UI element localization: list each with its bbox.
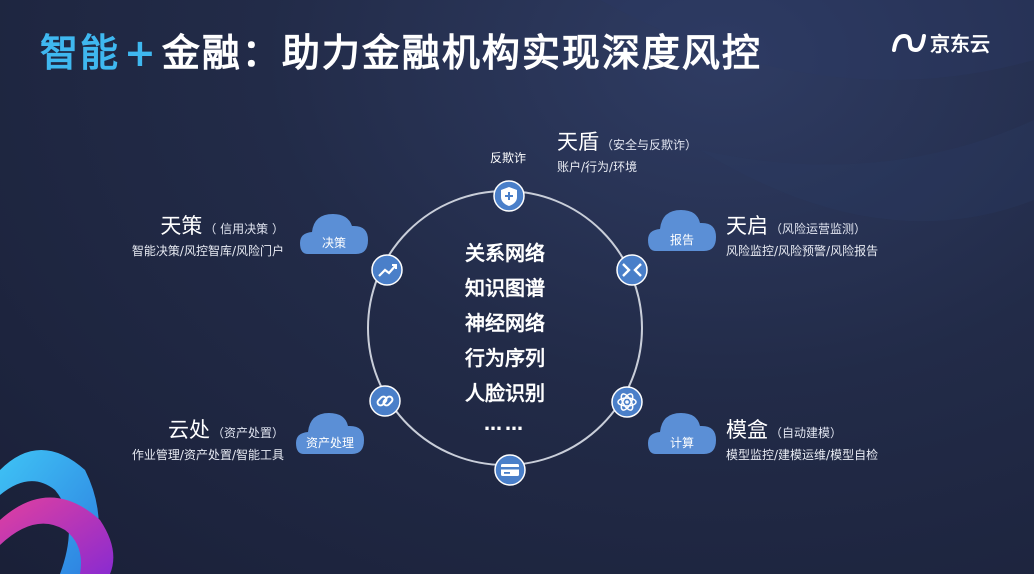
page-title: 智能+金融：助力金融机构实现深度风控 bbox=[40, 22, 762, 77]
logo-text: 京东云 bbox=[930, 32, 990, 56]
cloud-label-jisuan: 计算 bbox=[669, 436, 694, 450]
module-sub: （风险运营监测） bbox=[770, 222, 867, 236]
module-desc: 作业管理/资产处置/智能工具 bbox=[131, 448, 284, 462]
center-tech-list: 关系网络 知识图谱 神经网络 行为序列 人脸识别 bbox=[430, 236, 580, 411]
card-icon bbox=[494, 454, 526, 486]
cloud-jisuan bbox=[648, 413, 716, 454]
cloud-label-juece: 决策 bbox=[321, 236, 346, 250]
cloud-label-zichan: 资产处理 bbox=[305, 436, 354, 450]
center-item: 知识图谱 bbox=[465, 276, 545, 300]
module-tiance: 天策（ 信用决策 ） 智能决策/风控智库/风险门户 bbox=[132, 210, 284, 259]
module-tianqi: 天启（风险运营监测） 风险监控/风险预警/风险报告 bbox=[726, 210, 878, 259]
module-name: 天盾 bbox=[557, 130, 599, 154]
link-icon bbox=[369, 385, 401, 417]
title-part1: 智能 bbox=[40, 31, 121, 75]
module-sub: （ 信用决策 ） bbox=[204, 222, 284, 236]
module-name: 云处 bbox=[167, 418, 210, 442]
title-part2: 金融：助力金融机构实现深度风控 bbox=[161, 31, 762, 75]
cloud-label-baogao: 报告 bbox=[669, 233, 694, 247]
anti-fraud-label: 反欺诈 bbox=[490, 151, 527, 165]
center-ellipsis: …… bbox=[484, 414, 526, 435]
jd-cloud-logo-icon bbox=[892, 33, 926, 52]
shield-icon bbox=[493, 180, 525, 212]
signal-icon bbox=[616, 254, 648, 286]
trend-up-icon bbox=[371, 254, 403, 286]
module-sub: （资产处置） bbox=[211, 426, 284, 440]
cloud-juece bbox=[300, 214, 368, 254]
center-item: 关系网络 bbox=[465, 241, 545, 265]
module-name: 模盒 bbox=[726, 418, 768, 442]
atom-icon bbox=[611, 386, 643, 418]
cloud-zichan bbox=[296, 413, 364, 454]
cloud-baogao bbox=[648, 210, 716, 251]
module-sub: （安全与反欺诈） bbox=[601, 138, 698, 152]
module-mohe: 模盒（自动建模） 模型监控/建模运维/模型自检 bbox=[726, 414, 878, 463]
center-item: 神经网络 bbox=[465, 311, 545, 335]
module-yunchu: 云处（资产处置） 作业管理/资产处置/智能工具 bbox=[132, 414, 284, 463]
module-desc: 账户/行为/环境 bbox=[557, 160, 638, 174]
module-name: 天启 bbox=[726, 214, 768, 238]
center-item: 行为序列 bbox=[465, 346, 545, 370]
module-desc: 模型监控/建模运维/模型自检 bbox=[726, 448, 879, 462]
jd-cloud-logo: 京东云 bbox=[892, 28, 990, 57]
module-tiandun: 天盾（安全与反欺诈） 账户/行为/环境 bbox=[557, 126, 697, 175]
module-sub: （自动建模） bbox=[770, 426, 843, 440]
module-desc: 智能决策/风控智库/风险门户 bbox=[131, 244, 284, 258]
module-desc: 风险监控/风险预警/风险报告 bbox=[726, 244, 879, 258]
title-plus: + bbox=[124, 31, 158, 75]
module-name: 天策 bbox=[160, 214, 203, 238]
center-item: 人脸识别 bbox=[465, 381, 545, 405]
